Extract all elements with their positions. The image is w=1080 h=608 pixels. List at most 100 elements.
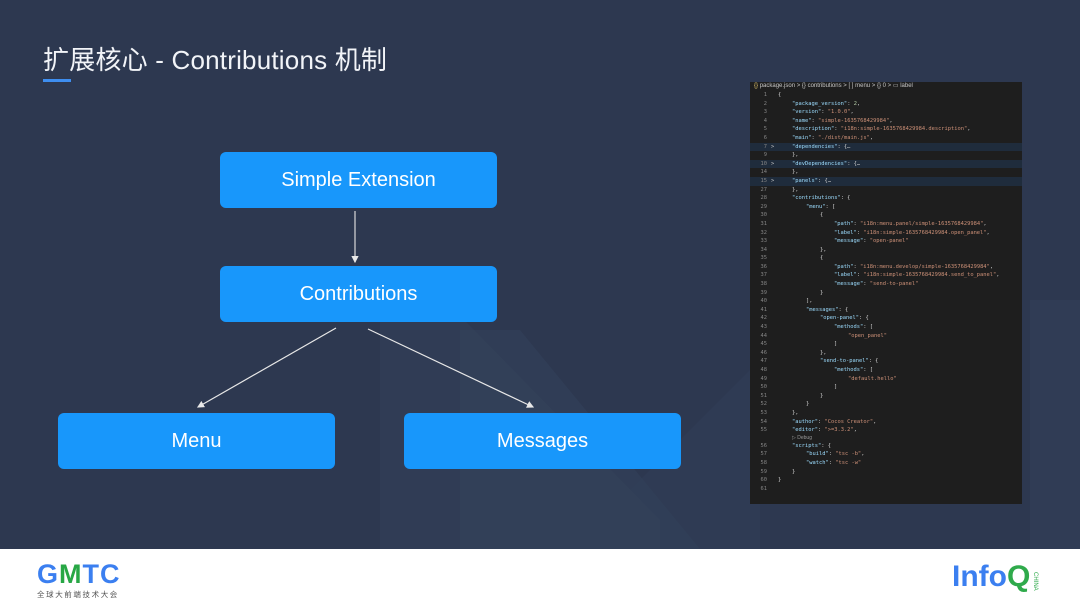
code-line: 34}, xyxy=(750,246,1022,255)
gmtc-letters-tc: TC xyxy=(82,559,121,589)
slide-title: 扩展核心 - Contributions 机制 xyxy=(43,45,388,75)
object-braces-icon: {} xyxy=(801,83,808,89)
line-number: 41 xyxy=(760,306,768,313)
breadcrumb-item[interactable]: label xyxy=(900,83,913,89)
json-braces-icon: {} xyxy=(754,83,760,89)
gmtc-letter-g: G xyxy=(37,559,60,589)
line-number: 39 xyxy=(760,289,768,296)
code-line: 59} xyxy=(750,468,1022,477)
code-text: ] xyxy=(834,384,838,391)
code-text: } xyxy=(792,468,796,475)
code-line: 43"methods": [ xyxy=(750,323,1022,332)
code-text: "path": "i18n:menu.panel/simple-16357684… xyxy=(834,220,987,227)
gmtc-wordmark: GMTC xyxy=(37,561,121,588)
infoq-china-label: CHINA xyxy=(1032,572,1038,591)
code-line: 45] xyxy=(750,340,1022,349)
line-number: 44 xyxy=(760,332,768,339)
code-text: "open-panel": { xyxy=(820,315,869,322)
breadcrumb-separator: > xyxy=(795,83,802,89)
code-line: 36"path": "i18n:menu.develop/simple-1635… xyxy=(750,263,1022,272)
code-line: 58"watch": "tsc -w" xyxy=(750,459,1022,468)
code-text: "message": "open-panel" xyxy=(834,238,909,245)
editor-breadcrumb[interactable]: {} package.json > {} contributions > [ ]… xyxy=(750,82,1022,91)
code-text: "build": "tsc -b", xyxy=(806,451,865,458)
line-number: 56 xyxy=(760,442,768,449)
line-number: 57 xyxy=(760,451,768,458)
breadcrumb-separator: > xyxy=(870,83,877,89)
gmtc-logo: GMTC 全球大前端技术大会 xyxy=(37,561,121,600)
line-number: 10 xyxy=(760,160,768,167)
code-text: }, xyxy=(792,169,799,176)
code-text: "default.hello" xyxy=(848,375,897,382)
infoq-word: Info xyxy=(952,560,1007,593)
code-line: 39} xyxy=(750,289,1022,298)
code-text: "devDependencies": {… xyxy=(792,160,861,167)
code-text: "panels": {… xyxy=(792,177,831,184)
line-number: 58 xyxy=(760,459,768,466)
code-line: 44"open_panel" xyxy=(750,332,1022,341)
code-text: "dependencies": {… xyxy=(792,143,851,150)
code-text: ] xyxy=(834,341,838,348)
code-text: } xyxy=(778,477,782,484)
line-number: 2 xyxy=(763,100,767,107)
fold-chevron-icon[interactable]: > xyxy=(771,160,775,167)
code-text: "methods": [ xyxy=(834,367,873,373)
code-line: 31"path": "i18n:menu.panel/simple-163576… xyxy=(750,220,1022,229)
code-line: 48"methods": [ xyxy=(750,366,1022,375)
code-line: 28"contributions": { xyxy=(750,194,1022,203)
fold-chevron-icon[interactable]: > xyxy=(771,177,775,184)
code-line: 61 xyxy=(750,485,1022,494)
breadcrumb-item[interactable]: contributions xyxy=(807,83,842,89)
code-line: 37"label": "i18n:simple-1635768429984.se… xyxy=(750,271,1022,280)
line-number: 47 xyxy=(760,358,768,365)
code-line: 29"menu": [ xyxy=(750,203,1022,212)
gmtc-subtitle: 全球大前端技术大会 xyxy=(37,590,119,599)
code-line: 55"editor": ">=3.3.2", xyxy=(750,426,1022,435)
fold-chevron-icon[interactable]: > xyxy=(771,143,775,150)
line-number: 60 xyxy=(760,477,768,484)
code-line: 56 "scripts": { xyxy=(750,442,1022,451)
code-text: } xyxy=(820,392,824,399)
line-number: 14 xyxy=(760,169,768,176)
bg-shape-edge xyxy=(1030,300,1080,549)
code-text: }, xyxy=(792,186,799,193)
code-line: 33"message": "open-panel" xyxy=(750,237,1022,246)
line-number: 1 xyxy=(763,92,767,98)
line-number: 34 xyxy=(760,246,768,253)
line-number: 38 xyxy=(760,281,768,288)
code-line: 41 "messages": { xyxy=(750,306,1022,315)
code-line: 38"message": "send-to-panel" xyxy=(750,280,1022,289)
node-messages: Messages xyxy=(404,413,681,469)
line-number: 28 xyxy=(760,195,768,202)
code-text: { xyxy=(778,92,782,98)
code-line: 32"label": "i18n:simple-1635768429984.op… xyxy=(750,229,1022,238)
code-text: "author": "Cocos Creator", xyxy=(792,418,877,425)
code-text: "menu": [ xyxy=(806,203,836,210)
code-line: 57 "build": "tsc -b", xyxy=(750,450,1022,459)
breadcrumb-item[interactable]: package.json xyxy=(759,83,796,89)
code-editor-panel: {} package.json > {} contributions > [ ]… xyxy=(750,82,1022,504)
code-text: "messages": { xyxy=(806,306,849,313)
line-number: 42 xyxy=(760,315,768,322)
code-line: 9}, xyxy=(750,151,1022,160)
code-line: 5"description": "i18n:simple-16357684299… xyxy=(750,125,1022,134)
breadcrumb-item[interactable]: menu xyxy=(855,83,871,89)
line-number: 7 xyxy=(763,143,767,150)
code-text: "scripts": { xyxy=(792,442,831,449)
code-line: 50] xyxy=(750,383,1022,392)
line-number: 53 xyxy=(760,409,768,416)
code-line: 14}, xyxy=(750,168,1022,177)
line-number: 35 xyxy=(760,255,768,262)
line-number: 27 xyxy=(760,186,768,193)
code-line: 46}, xyxy=(750,349,1022,358)
code-text: "path": "i18n:menu.develop/simple-163576… xyxy=(834,263,994,270)
line-number: 5 xyxy=(763,126,767,133)
code-text: } xyxy=(820,289,824,296)
breadcrumb-item[interactable]: 0 xyxy=(882,83,887,89)
code-text: { xyxy=(820,212,824,219)
line-number: 55 xyxy=(760,427,768,434)
code-line: 7 > "dependencies": {… xyxy=(750,142,1022,152)
codelens-debug[interactable]: ▷ Debug xyxy=(750,435,1022,442)
line-number: 59 xyxy=(760,468,768,475)
breadcrumb-separator: > xyxy=(841,83,849,89)
